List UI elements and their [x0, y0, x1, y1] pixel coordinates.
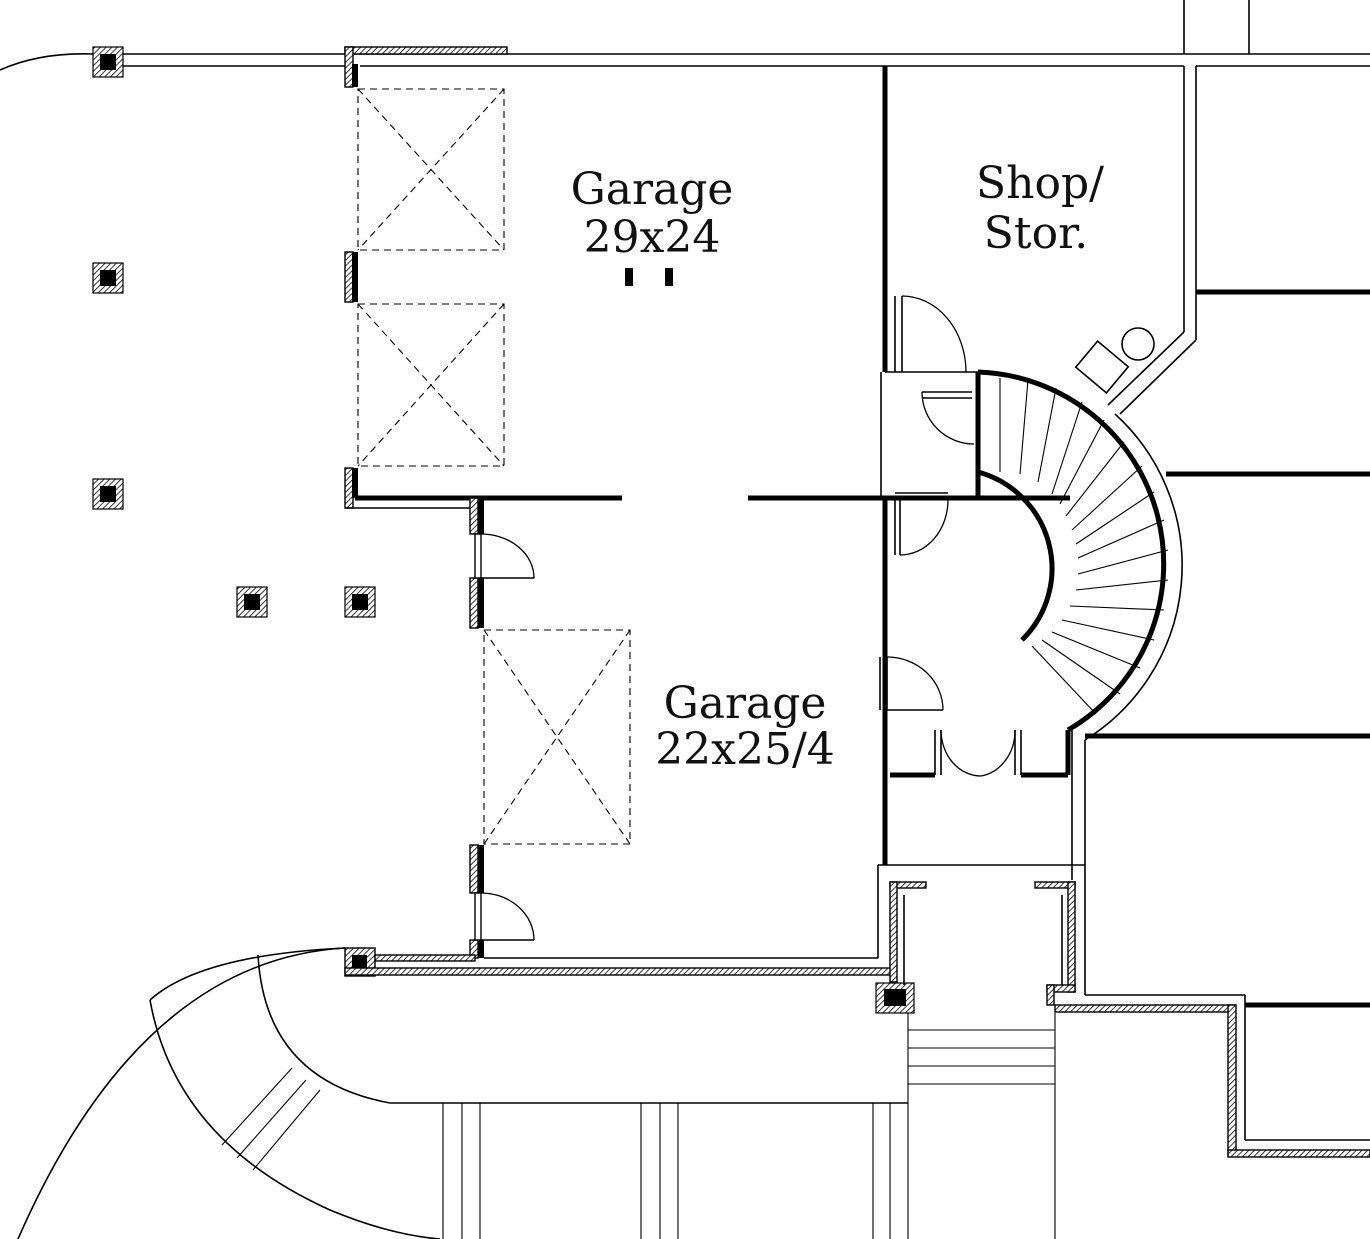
stair-treads [999, 378, 1169, 715]
garage-walls [344, 46, 1184, 977]
entry-vestibule [889, 881, 1076, 1239]
garage-side-doors [474, 533, 535, 941]
garage-door-symbols [357, 88, 631, 845]
room-labels: Garage 29x24 Shop/ Stor. Garage 22x25/4 [571, 158, 1105, 775]
room-label-garage-second-size: 22x25/4 [655, 724, 835, 775]
room-label-shop-line1: Shop/ [976, 158, 1104, 209]
right-rooms [1054, 289, 1370, 1158]
shop-and-stair [879, 66, 1197, 880]
room-label-garage-second-name: Garage [664, 678, 827, 729]
walkway [17, 947, 908, 1239]
room-label-garage-main-name: Garage [571, 164, 734, 215]
site-lines [0, 0, 1370, 71]
room-label-shop-line2: Stor. [984, 208, 1089, 259]
room-label-garage-main-size: 29x24 [584, 212, 721, 263]
columns [92, 46, 915, 1014]
